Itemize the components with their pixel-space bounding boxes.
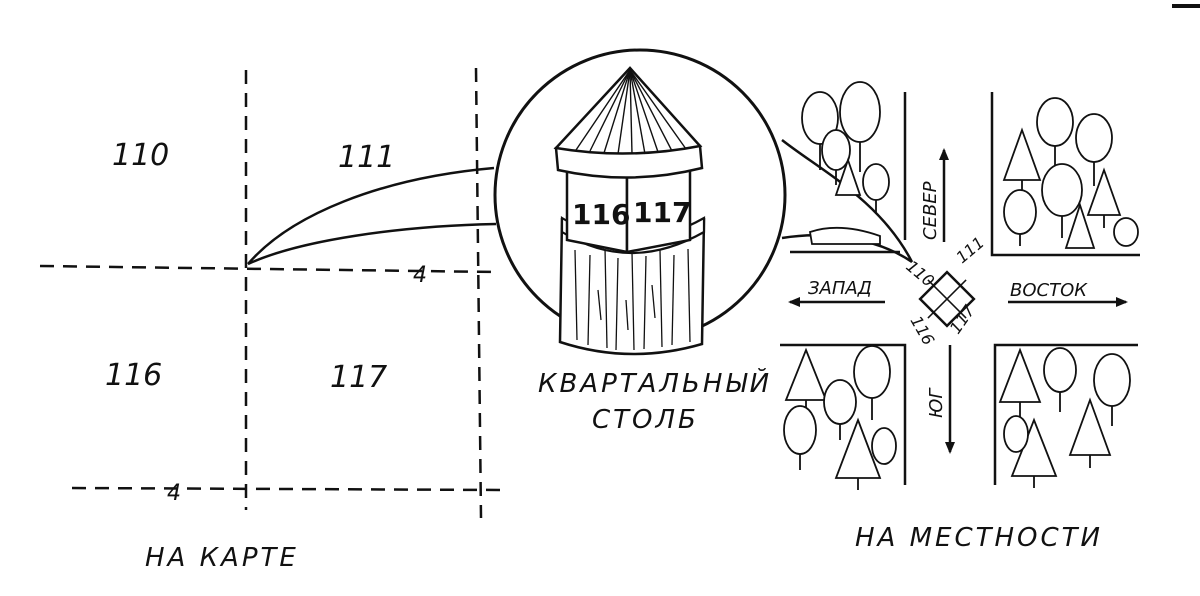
post-wood-grain	[574, 247, 691, 351]
direction-label-south: ЮГ	[926, 387, 947, 418]
post-top-label-116: 116	[907, 313, 939, 349]
quarter-number-116: 116	[105, 358, 162, 393]
quarter-number-117: 117	[330, 360, 387, 395]
post-trunk	[558, 217, 706, 356]
direction-label-east: ВОСТОК	[1010, 280, 1088, 301]
clearing-edge-se	[993, 343, 1138, 485]
post-cap-top	[553, 66, 703, 155]
map-caption: НА КАРТЕ	[145, 543, 299, 573]
direction-label-north: СЕВЕР	[920, 181, 941, 240]
post-top-label-111: 111	[952, 233, 988, 267]
post-caption-line-1: КВАРТАЛЬНЫЙ	[538, 367, 772, 399]
callout-line-upper	[247, 166, 495, 265]
forest-trees	[783, 81, 1139, 490]
terrain-caption: НА МЕСТНОСТИ	[855, 523, 1103, 553]
grid-line-horizontal-bottom	[71, 486, 501, 492]
map-grid	[39, 67, 501, 519]
clearing-edge-sw	[780, 343, 907, 485]
grid-line-horizontal-top	[39, 264, 497, 274]
direction-label-west: ЗАПАД	[808, 278, 872, 299]
callout-line-lower	[247, 222, 497, 266]
grid-line-vertical-right	[474, 67, 483, 519]
tree-group-nw	[801, 81, 890, 245]
post-illustration: 116 117	[493, 48, 787, 356]
terrain-clearings	[780, 92, 1140, 485]
quarter-number-111: 111	[338, 140, 395, 175]
tree-group-se	[998, 347, 1131, 488]
clearing-edge-ne	[990, 92, 1140, 257]
quarter-number-110: 110	[112, 138, 169, 173]
tree-group-ne	[1002, 97, 1139, 249]
tree-group-sw	[783, 345, 897, 490]
distance-label-bottom: 4	[167, 481, 181, 506]
post-caption-line-2: СТОЛБ	[592, 405, 699, 435]
post-face-number-right: 117	[633, 196, 691, 229]
post-face-number-left: 116	[572, 198, 630, 231]
post-cap-hatching	[575, 69, 687, 155]
distance-label-right: 4	[413, 263, 427, 288]
post-top-view: 110 111 116 117	[902, 233, 988, 349]
